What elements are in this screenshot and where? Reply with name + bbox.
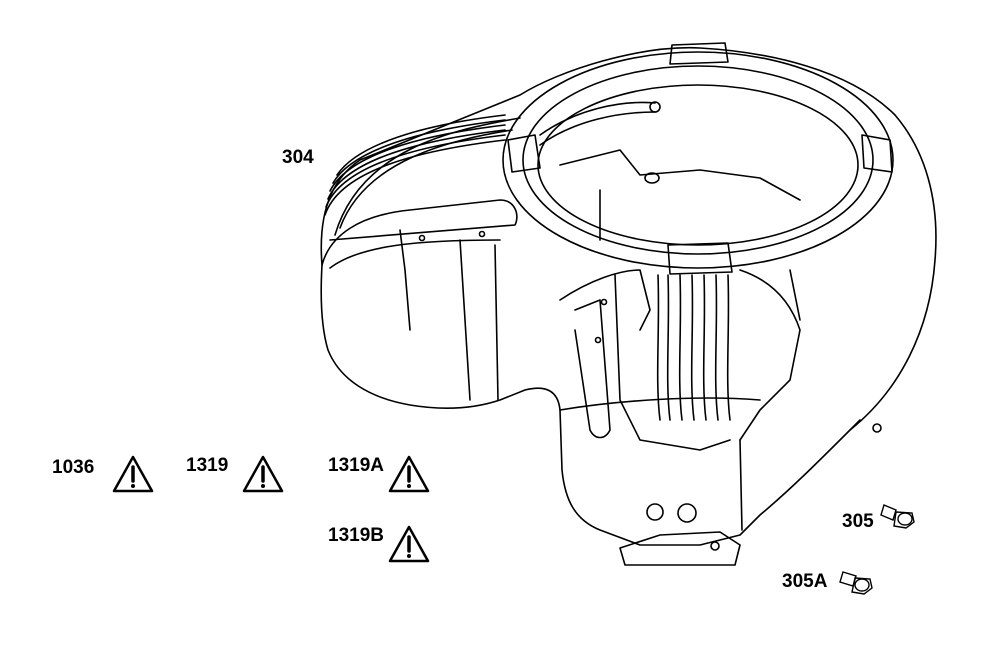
warning-triangle-icon xyxy=(242,455,284,493)
warning-triangle-icon xyxy=(112,455,154,493)
warning-label-1319a: 1319A xyxy=(328,455,384,476)
warning-triangle-icon xyxy=(388,455,430,493)
ring-tab-right xyxy=(861,134,893,173)
fan-opening-inner xyxy=(522,65,874,255)
bolt-305a-drawing xyxy=(839,571,873,595)
warning-label-1036: 1036 xyxy=(52,457,95,478)
fan-opening-outer xyxy=(502,51,894,269)
chute-fins xyxy=(324,114,506,216)
ring-tab-bottom xyxy=(667,242,733,275)
callout-shroud-304: 304 xyxy=(282,147,314,168)
warning-label-1319b: 1319B xyxy=(328,525,384,546)
ring-tab-left xyxy=(507,134,541,173)
air-chute xyxy=(321,199,518,266)
callout-bolt-305a: 305A xyxy=(782,571,828,592)
callout-bolt-305: 305 xyxy=(842,511,874,532)
warning-triangle-icon xyxy=(388,525,430,563)
mounting-bracket xyxy=(619,531,741,566)
bolt-305-drawing xyxy=(880,504,915,529)
front-fins xyxy=(656,274,731,421)
ring-tab-top xyxy=(669,42,729,65)
warning-label-1319: 1319 xyxy=(186,455,229,476)
